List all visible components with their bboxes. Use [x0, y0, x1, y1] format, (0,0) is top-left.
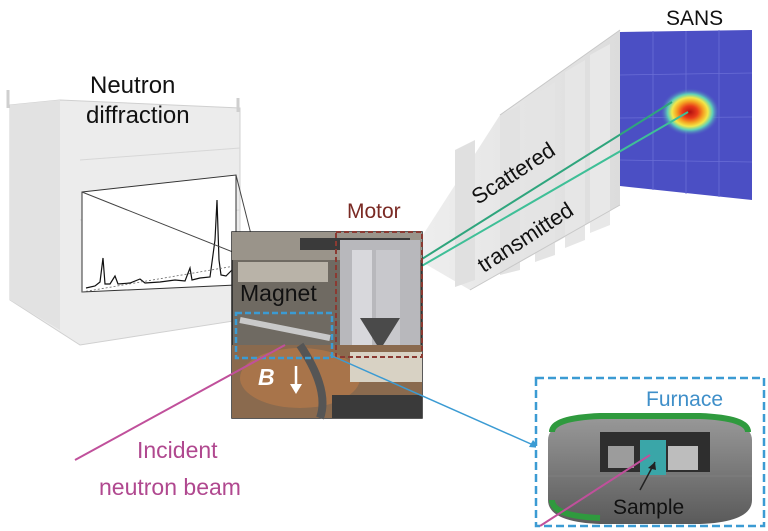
furnace-label: Furnace — [646, 388, 724, 411]
incident-beam — [74, 344, 286, 461]
diffraction-pattern — [81, 174, 259, 293]
sample-label: Sample — [613, 496, 685, 519]
furnace-connector — [329, 354, 541, 449]
sans-detector — [619, 30, 753, 200]
incident-label-line1: Incident — [137, 437, 218, 463]
incident-beam-furnace — [539, 454, 651, 527]
motor-box — [335, 231, 423, 358]
magnet-label: Magnet — [240, 280, 317, 306]
scattering-spot — [660, 88, 720, 136]
diffraction-label-line2: diffraction — [86, 102, 190, 129]
sans-flight-tube — [410, 29, 621, 291]
furnace-inset — [534, 376, 766, 528]
sans-label: SANS — [666, 7, 724, 30]
incident-label-line2: neutron beam — [99, 474, 241, 500]
field-label: B — [258, 364, 275, 390]
motor-label: Motor — [347, 200, 401, 223]
setup-photo — [231, 231, 423, 420]
diffraction-label-line1: Neutron — [90, 72, 176, 99]
magnet-box — [234, 311, 334, 360]
